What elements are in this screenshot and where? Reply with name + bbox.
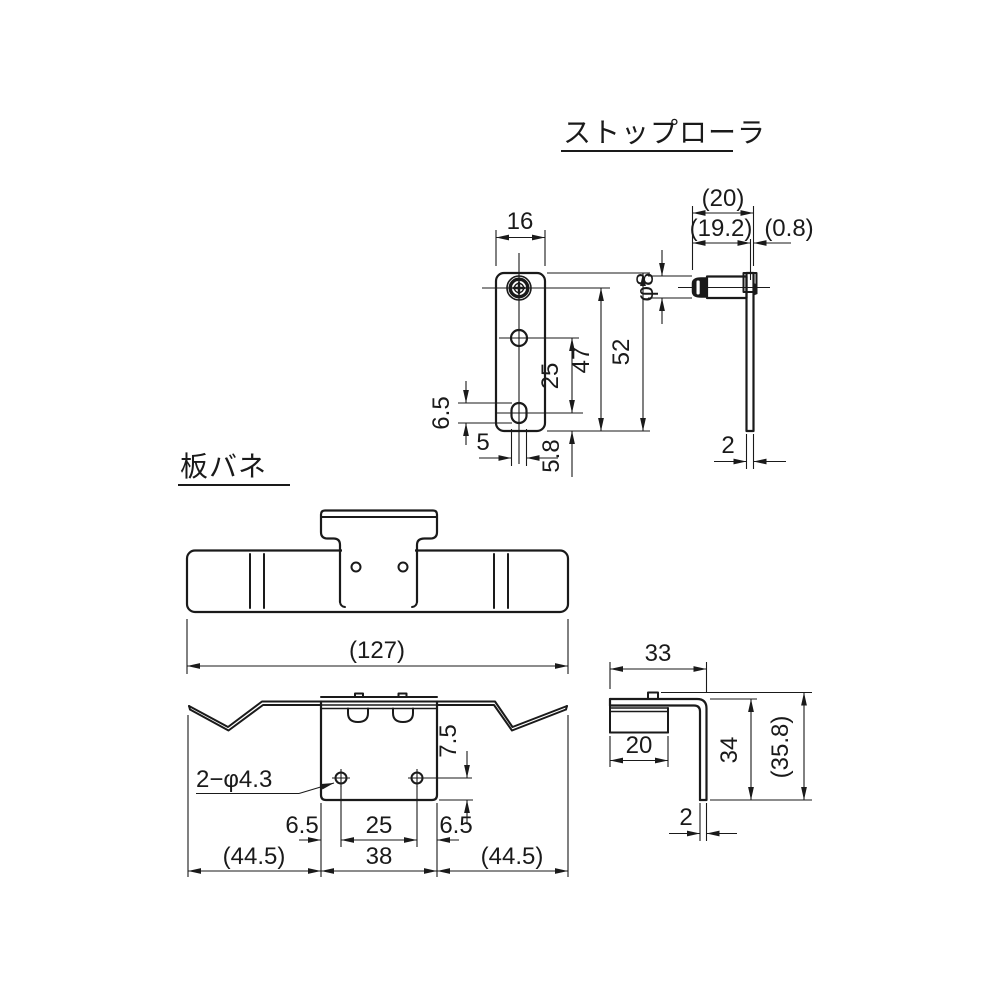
- dim-hole-pitch-25: 25: [366, 812, 393, 839]
- stop-roller-front-dimensions: 16 φ8 25 5.8 47 52 6.5 5: [428, 208, 692, 477]
- dim-edge-right-65: 6.5: [439, 812, 472, 839]
- leaf-spring-side-dimensions: 33 20 34 (35.8) 2: [609, 640, 812, 841]
- bracket-outer-profile: [608, 697, 708, 802]
- bracket-inner-profile: [608, 704, 702, 802]
- dim-plate-thickness-2: 2: [721, 432, 734, 459]
- stop-roller-drawing: ストップローラ 16: [428, 117, 814, 477]
- dim-leg-height-34: 34: [716, 737, 743, 764]
- top-tab-right: [397, 692, 408, 698]
- dim-overall-height-358: (35.8): [767, 716, 794, 779]
- dim-depth-33: 33: [645, 640, 672, 667]
- leaf-spring-title: 板バネ: [180, 451, 267, 482]
- left-wing: [188, 700, 322, 728]
- dim-thickness-2: 2: [679, 804, 692, 831]
- lance-tab-right: [397, 561, 409, 573]
- dim-overall-depth-20: (20): [702, 185, 745, 212]
- dim-roller-length-192: (19.2): [690, 215, 753, 242]
- dim-slot-width-5: 5: [476, 429, 489, 456]
- dim-wing-right-445: (44.5): [481, 843, 544, 870]
- dim-roller-dia: φ8: [632, 273, 659, 302]
- dim-hole-pitch-25: 25: [537, 363, 564, 390]
- dim-width-16: 16: [507, 208, 534, 235]
- leaf-spring-front-view: [188, 692, 568, 802]
- right-wing: [436, 700, 568, 728]
- dim-overall-height-52: 52: [608, 339, 635, 366]
- stop-roller-title: ストップローラ: [563, 117, 766, 148]
- bottom-slot: [510, 401, 528, 425]
- dim-edge-left-65: 6.5: [285, 812, 318, 839]
- hanging-plate: [319, 700, 439, 802]
- dim-overall-length-127: (127): [349, 637, 405, 664]
- dim-clamp-width-20: 20: [626, 732, 653, 759]
- dim-roller-to-bottom-47: 47: [568, 347, 595, 374]
- dim-protrusion-08: (0.8): [764, 215, 813, 242]
- bracket-tab-outline: [319, 509, 439, 604]
- stop-roller-side-dimensions: (20) (19.2) (0.8) 2: [690, 185, 814, 469]
- top-tab-left: [354, 692, 364, 698]
- dim-slot-height-65: 6.5: [428, 396, 455, 429]
- leaf-spring-side-view: [608, 691, 708, 802]
- lance-tab-side: [647, 691, 659, 700]
- dim-hole-to-bottom-75: 7.5: [435, 724, 462, 757]
- lance-tab-left: [350, 561, 362, 573]
- roller-hole: [506, 275, 532, 301]
- stop-roller-front-view: [482, 253, 610, 464]
- leaf-spring-top-view: (127): [185, 509, 570, 674]
- clamp-tab-left: [347, 707, 369, 723]
- clamp-tab-right: [392, 707, 414, 723]
- roller-screw-head: [691, 277, 708, 298]
- hole-callout-label: 2−φ4.3: [196, 766, 272, 793]
- leaf-spring-drawing: 板バネ (127): [178, 451, 812, 877]
- dim-slot-offset-58: 5.8: [538, 439, 565, 472]
- dim-bracket-width-38: 38: [366, 843, 393, 870]
- middle-hole: [509, 328, 529, 348]
- dim-wing-left-445: (44.5): [223, 843, 286, 870]
- leaf-spring-front-dimensions: 2−φ4.3 7.5 6.5 25 6.5 (44.5) 38 (44: [187, 715, 569, 877]
- rivet-end: [753, 283, 758, 296]
